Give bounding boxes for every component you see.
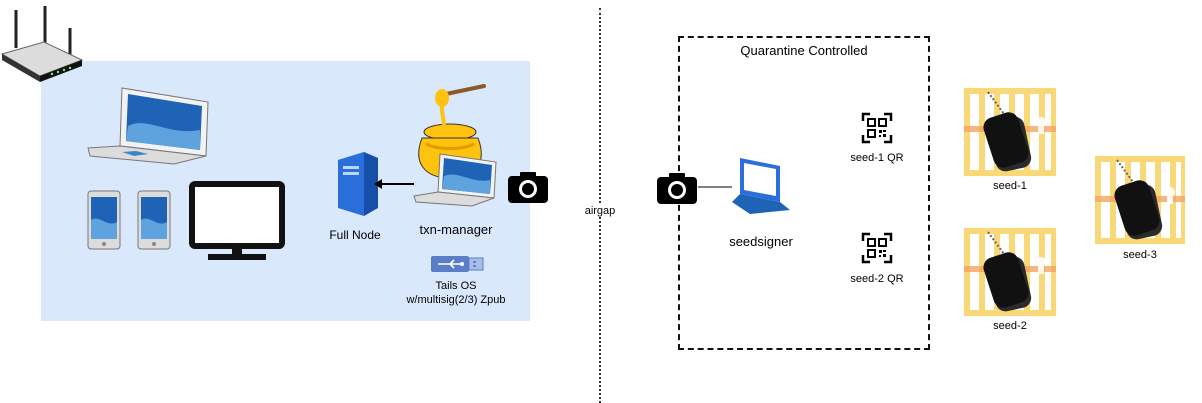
seed3-label: seed-3 [1123, 249, 1157, 261]
arrow-to-full-node [374, 179, 414, 189]
cage-icon [964, 88, 1056, 176]
qr-code-icon [861, 232, 893, 264]
seed2-label: seed-2 [993, 320, 1027, 332]
seed1-label: seed-1 [993, 180, 1027, 192]
txn-manager-label: txn-manager [419, 222, 493, 237]
quarantine-boundary [678, 36, 930, 350]
camera-icon [508, 172, 548, 203]
cage-icon [1095, 156, 1185, 244]
laptop-icon [413, 153, 497, 207]
usb-drive-icon [431, 256, 484, 272]
laptop-icon [87, 87, 209, 165]
monitor-icon [189, 181, 285, 260]
server-icon [338, 152, 378, 216]
multisig-label: w/multisig(2/3) Zpub [406, 294, 506, 306]
laptop-icon [732, 158, 790, 214]
seed2-qr-label: seed-2 QR [850, 273, 904, 285]
airgap-label: airgap [580, 205, 620, 217]
dog-tag-icon [983, 252, 1032, 312]
camera-icon [657, 173, 697, 204]
full-node-label: Full Node [329, 228, 381, 242]
tablet-icon [87, 190, 121, 250]
seed1-qr-label: seed-1 QR [850, 152, 904, 164]
qr-code-icon [861, 112, 893, 144]
router-icon [0, 6, 84, 82]
camera-connector [698, 186, 732, 188]
dog-tag-icon [983, 112, 1032, 172]
cage-icon [964, 228, 1056, 316]
tablet-icon [137, 190, 171, 250]
dog-tag-icon [1114, 180, 1163, 240]
quarantine-label: Quarantine Controlled [740, 43, 868, 58]
tails-os-label: Tails OS [435, 280, 477, 292]
seedsigner-label: seedsigner [729, 234, 793, 249]
